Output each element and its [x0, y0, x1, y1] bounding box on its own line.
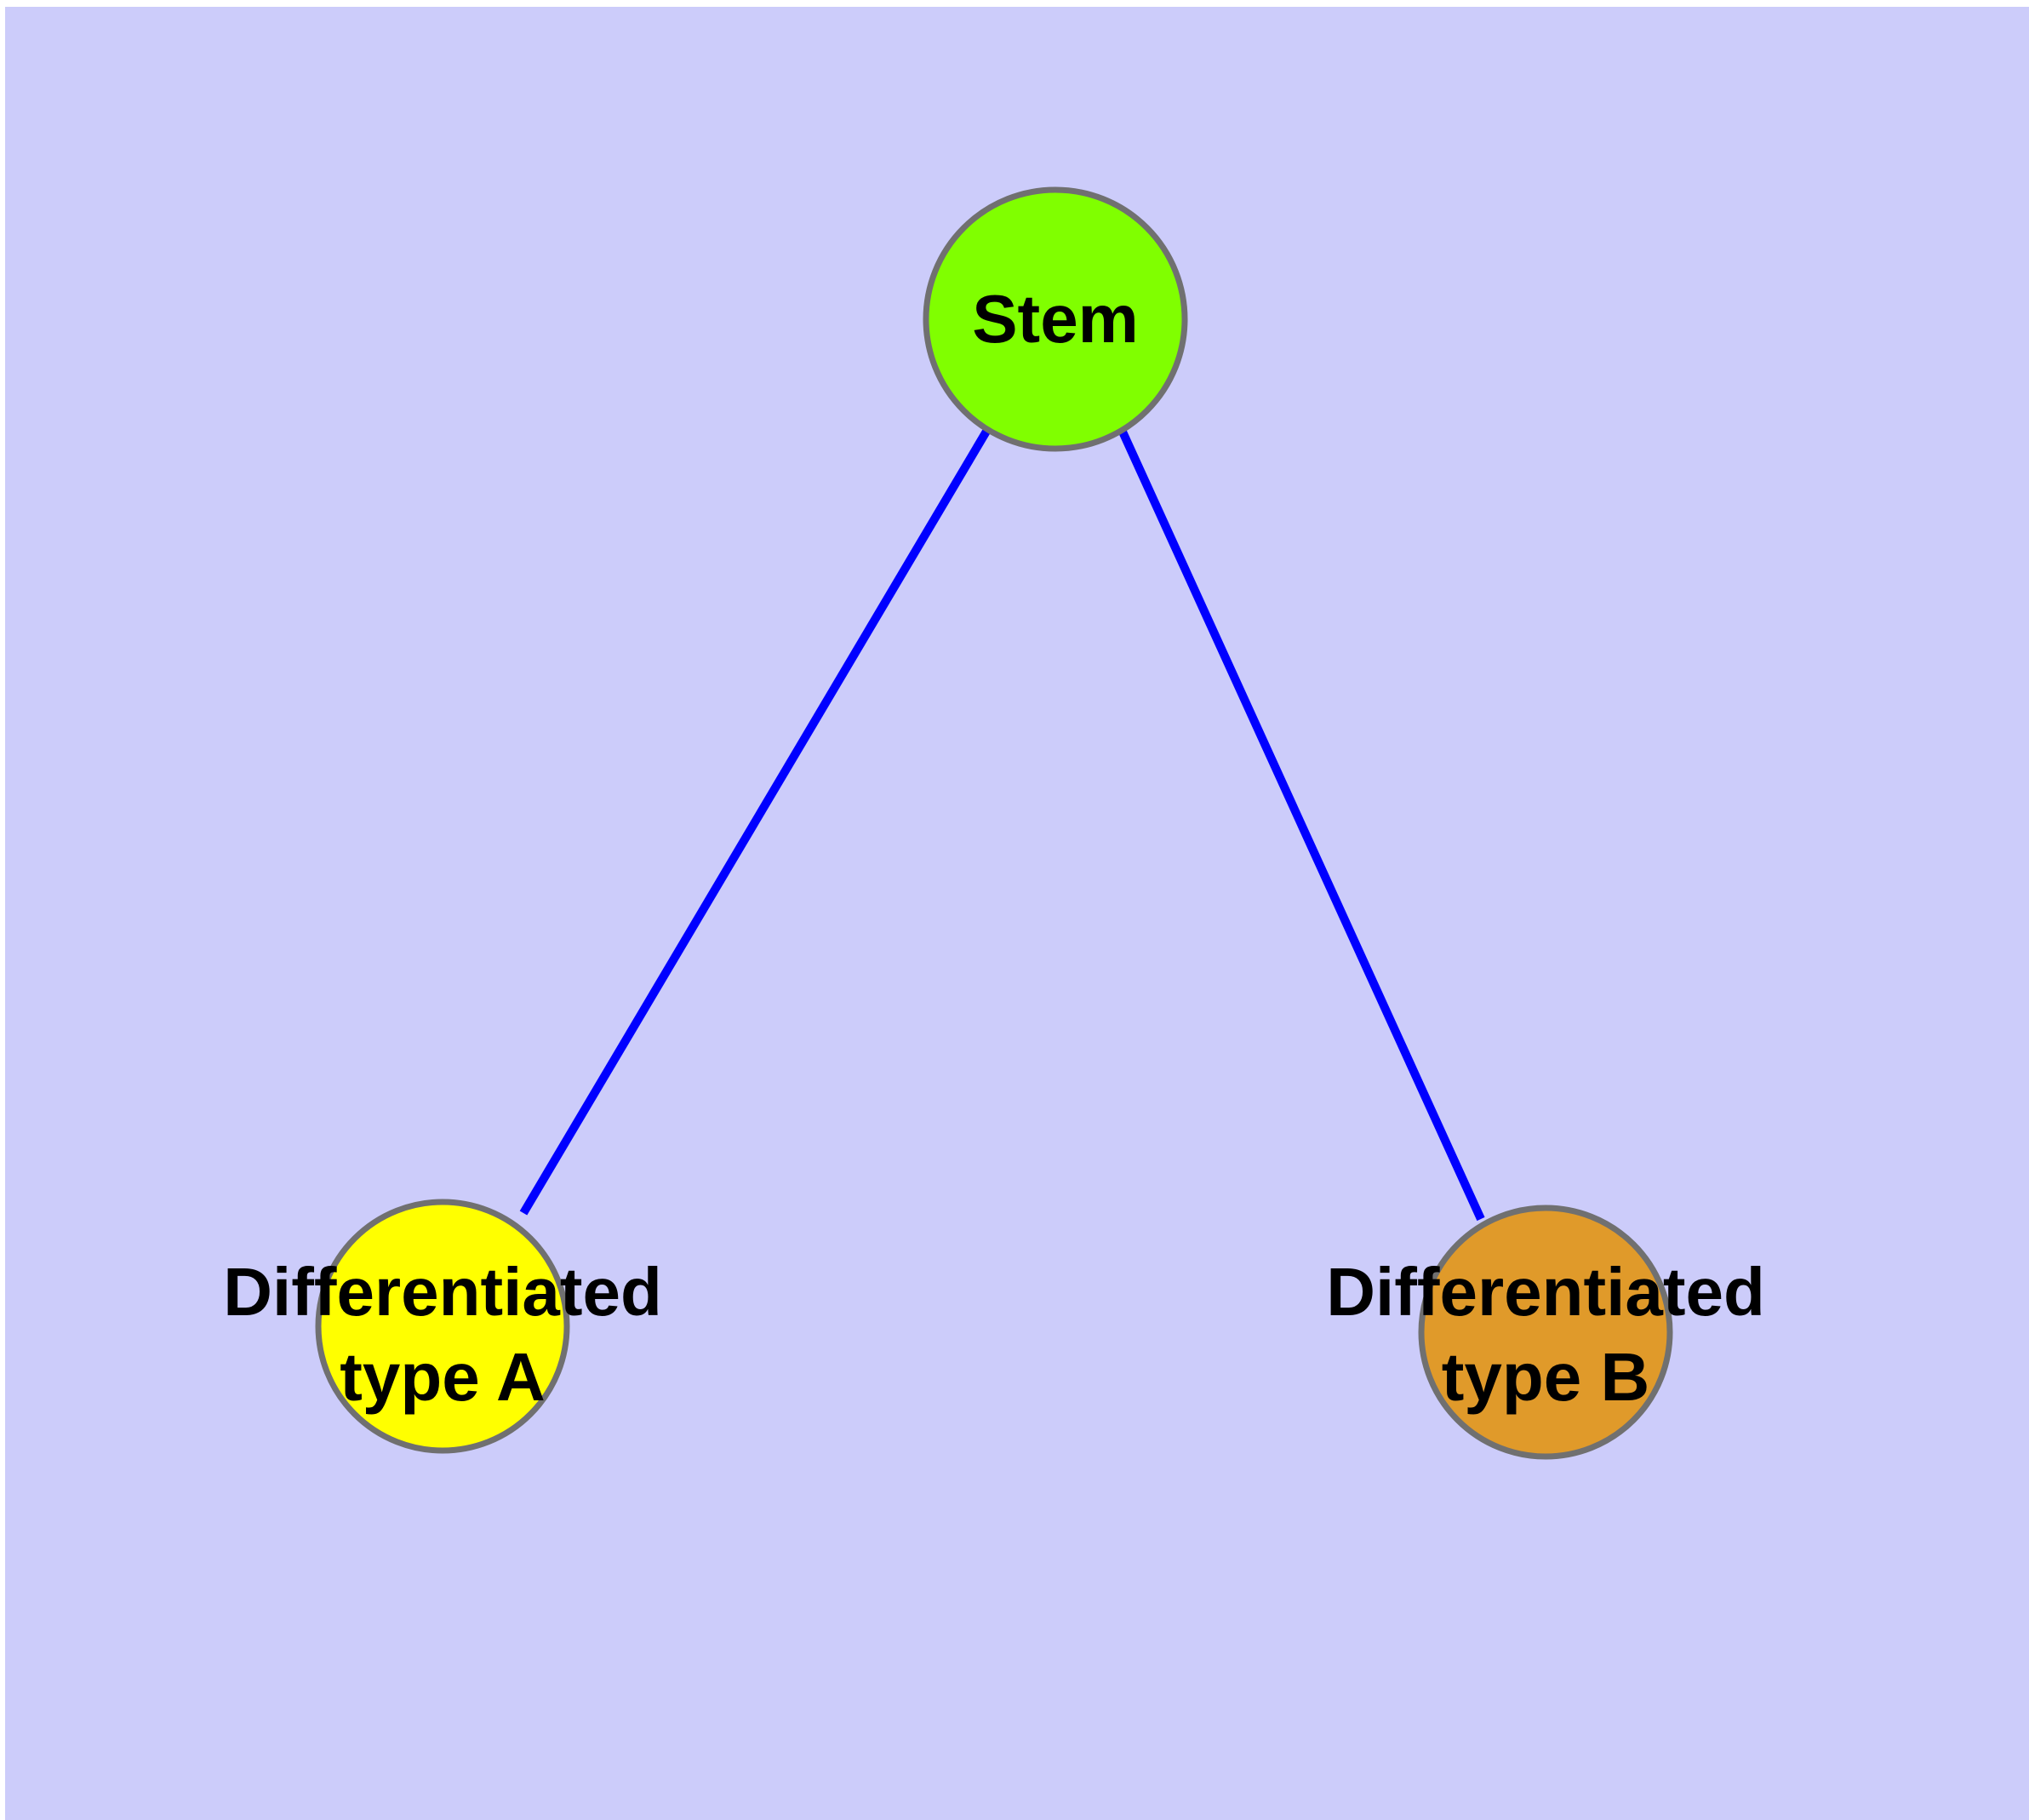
node-diff-b-label-line1: Differentiated	[1326, 1254, 1765, 1330]
edge-layer	[519, 427, 1485, 1222]
edge-stem-to-diff-a[interactable]	[519, 427, 992, 1216]
node-differentiated-type-a[interactable]	[315, 1199, 570, 1454]
node-diff-b-label-line2: type B	[1442, 1339, 1650, 1415]
node-diff-a-circle[interactable]	[315, 1199, 570, 1454]
label-layer: Stem Differentiated type A Differentiate…	[223, 281, 1765, 1415]
node-stem[interactable]	[923, 186, 1188, 452]
node-stem-label: Stem	[972, 281, 1139, 357]
node-diff-a-label-line2: type A	[340, 1339, 546, 1415]
node-stem-circle[interactable]	[923, 186, 1188, 452]
node-layer	[315, 186, 1673, 1460]
node-diff-a-label-line1: Differentiated	[223, 1254, 662, 1330]
edge-stem-to-diff-b[interactable]	[1117, 427, 1485, 1222]
node-diff-b-circle[interactable]	[1418, 1205, 1673, 1460]
node-differentiated-type-b[interactable]	[1418, 1205, 1673, 1460]
